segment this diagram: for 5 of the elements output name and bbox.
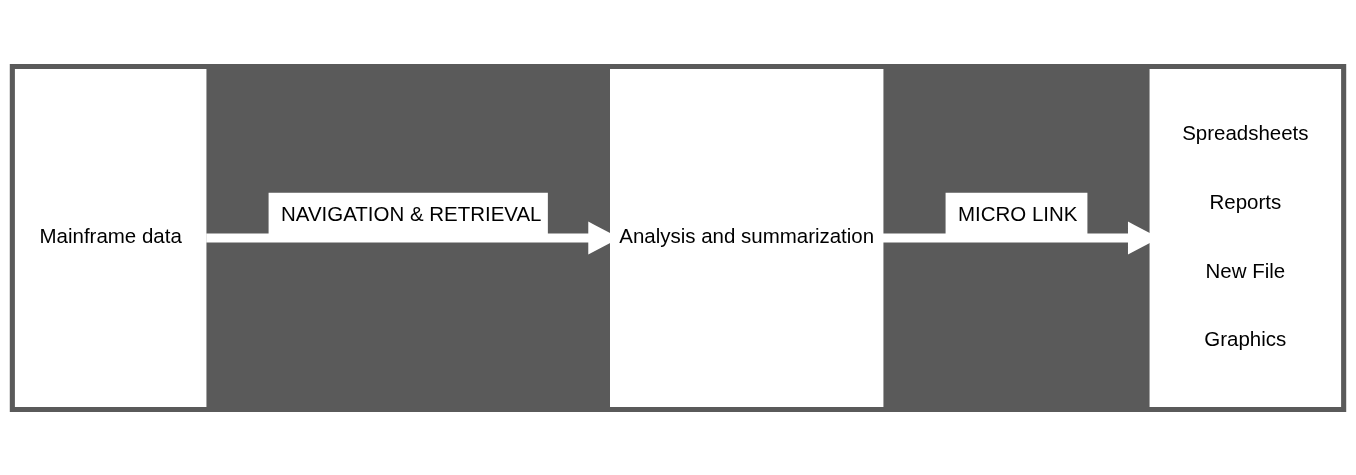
edge-label: MICRO LINK xyxy=(958,201,1078,225)
node-box: Mainframe data xyxy=(14,68,207,407)
node-box: Spreadsheets Reports New File Graphics xyxy=(1149,68,1342,407)
node-box: Analysis and summarization xyxy=(610,68,884,407)
edge-label: NAVIGATION & RETRIEVAL xyxy=(281,201,542,225)
